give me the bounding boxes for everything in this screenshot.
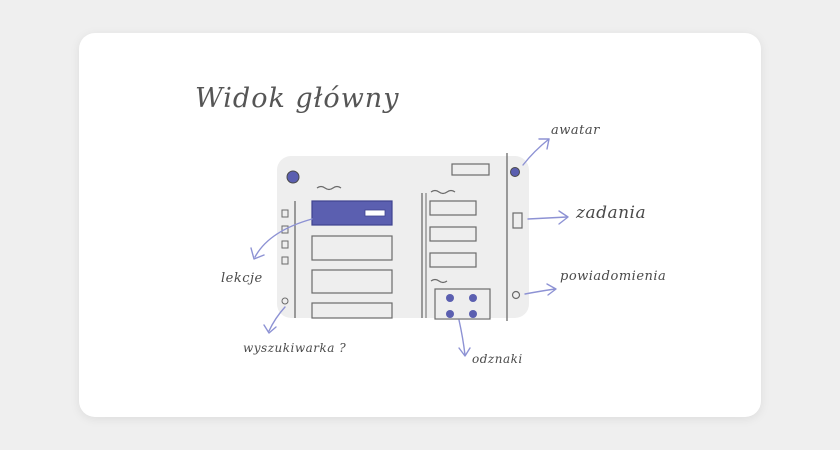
wireframe-sketch	[250, 138, 569, 357]
arrow-avatar-head	[538, 138, 550, 150]
arrow-search	[268, 306, 286, 332]
arrow-lessons-head	[250, 247, 265, 260]
avatar-dot-right	[510, 167, 520, 177]
lesson-card-button	[364, 209, 386, 217]
badge-dot-3	[446, 310, 454, 318]
label-badges: odznaki	[472, 352, 523, 366]
arrow-badges	[458, 319, 466, 356]
badge-dot-4	[469, 310, 477, 318]
nav-square-3	[281, 240, 289, 249]
badge-dot-2	[469, 294, 477, 302]
label-avatar: awatar	[551, 123, 600, 138]
app-panel	[277, 156, 529, 318]
task-item-2	[429, 226, 477, 242]
arrow-badges-head	[458, 347, 471, 357]
page-title: Widok główny	[195, 83, 400, 114]
lesson-card-3	[311, 269, 393, 294]
lesson-card-4	[311, 302, 393, 319]
badges-squiggle	[430, 278, 448, 284]
lesson-card-2	[311, 235, 393, 261]
badges-box	[434, 288, 491, 320]
badge-dot-1	[446, 294, 454, 302]
arrow-search-head	[263, 324, 277, 334]
arrow-notifications	[524, 288, 556, 295]
nav-square-4	[281, 256, 289, 265]
label-notifications: powiadomienia	[560, 269, 667, 284]
avatar-dot-left	[286, 170, 300, 184]
tasks-squiggle	[430, 189, 456, 195]
label-search: wyszukiwarka ?	[243, 341, 347, 355]
arrow-tasks	[527, 216, 568, 220]
arrow-lessons	[254, 218, 313, 258]
whiteboard-card: Widok główny	[79, 33, 761, 417]
arrow-avatar	[522, 138, 550, 166]
task-item-1	[429, 200, 477, 216]
nav-square-2	[281, 225, 289, 234]
arrow-tasks-head	[558, 210, 569, 225]
arrow-notifications-head	[546, 283, 557, 296]
tasks-square	[512, 212, 523, 229]
top-right-box	[451, 163, 490, 176]
search-glyph	[281, 297, 289, 305]
task-item-3	[429, 252, 477, 268]
notification-glyph	[511, 290, 521, 300]
nav-square-1	[281, 209, 289, 218]
header-squiggle	[316, 185, 342, 191]
label-tasks: zadania	[576, 203, 647, 223]
label-lessons: lekcje	[221, 271, 263, 286]
